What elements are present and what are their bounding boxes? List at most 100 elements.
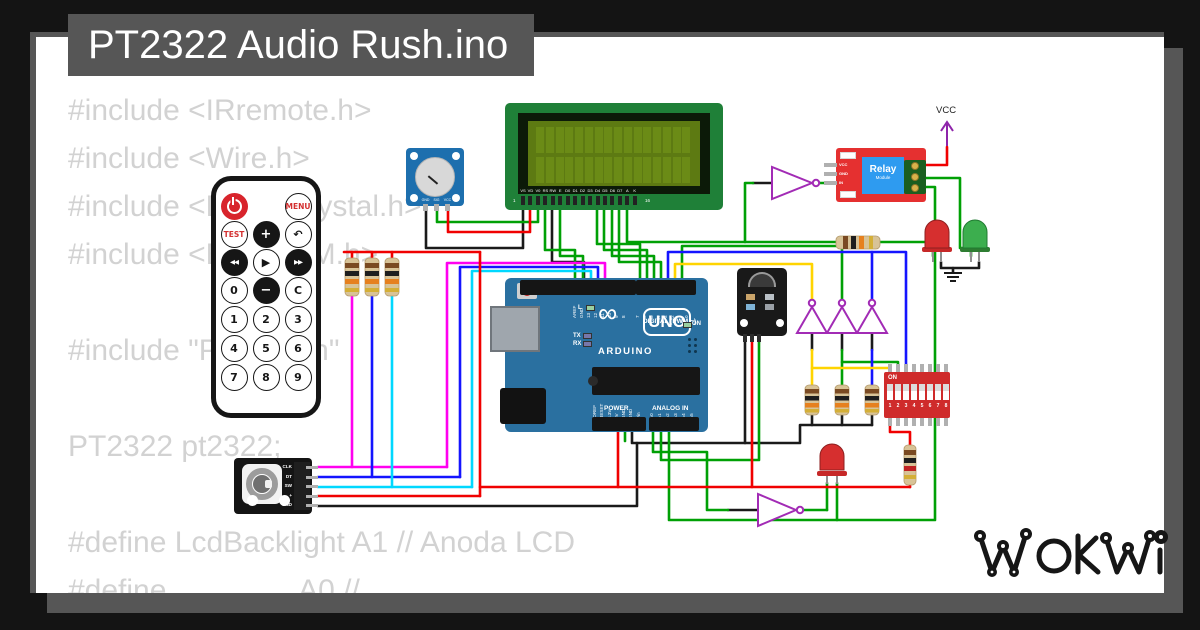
pot-pin-label: SIG [433, 198, 440, 202]
lcd-pin-label: RW [549, 188, 557, 193]
lcd-cell [682, 157, 691, 183]
dip-slider-8[interactable] [943, 384, 949, 400]
lcd-cell [633, 157, 642, 183]
remote-button-digit-3[interactable]: 3 [284, 305, 312, 333]
lcd-cell [643, 157, 652, 183]
lcd-pin-label: D5 [602, 188, 608, 193]
remote-button-prev[interactable]: ◀◀ [220, 248, 248, 276]
lcd-cell [584, 127, 593, 153]
lcd-pin-label: D6 [609, 188, 615, 193]
encoder-pin-label: + [289, 492, 292, 498]
wokwi-logo [974, 528, 1168, 577]
lcd-pin-label: V0 [535, 188, 541, 193]
pot-pin-label: VCC [443, 198, 452, 202]
led-on [683, 322, 692, 328]
encoder-pin-CLK [306, 466, 318, 469]
lcd-cell [555, 157, 564, 183]
lcd-pin-D7 [617, 196, 622, 205]
wires-red [316, 145, 949, 498]
remote-button-minus[interactable]: − [252, 276, 280, 304]
lcd-pin-label: E [558, 188, 562, 193]
ir-pin [750, 334, 754, 342]
remote-button-back[interactable]: ↶ [284, 220, 312, 248]
remote-button-digit-2[interactable]: 2 [252, 305, 280, 333]
lcd-cell [614, 127, 623, 153]
remote-button-test[interactable]: TEST [220, 220, 248, 248]
dip-number: 1 [888, 403, 892, 409]
analog-header[interactable] [649, 417, 699, 431]
remote-button-digit-6[interactable]: 6 [284, 334, 312, 362]
led-l-label: L [578, 305, 582, 311]
analog-label: ANALOG IN [652, 405, 689, 412]
lcd-pin-D5 [602, 196, 607, 205]
remote-button-digit-9[interactable]: 9 [284, 363, 312, 391]
pot-pin-SIG [434, 204, 439, 211]
code-line: #define A0 // [68, 574, 360, 593]
remote-button-digit-0[interactable]: 0 [220, 276, 248, 304]
dip-pin-bottom [936, 418, 940, 426]
dip-slider-2[interactable] [895, 384, 901, 400]
remote-button-plus[interactable]: + [252, 220, 280, 248]
lcd-pin-label: D2 [580, 188, 586, 193]
ir-component [746, 304, 755, 310]
lcd-cell [682, 127, 691, 153]
ir-receiver[interactable] [737, 268, 787, 342]
power-header[interactable] [592, 417, 646, 431]
remote-button-digit-8[interactable]: 8 [252, 363, 280, 391]
mount-hole [410, 152, 418, 160]
dip-pin-top [920, 364, 924, 372]
dip-slider-3[interactable] [903, 384, 909, 400]
led-red-bottom [817, 443, 847, 476]
lcd-cell [614, 157, 623, 183]
mount-hole [279, 495, 290, 506]
dip-slider-4[interactable] [911, 384, 917, 400]
digital-header-right[interactable] [636, 280, 696, 295]
lcd-pin-label: A [625, 188, 629, 193]
remote-button-digit-7[interactable]: 7 [220, 363, 248, 391]
remote-button-power[interactable] [220, 192, 248, 220]
terminal-screw [911, 173, 919, 181]
dip-slider-6[interactable] [927, 384, 933, 400]
encoder-shaft [253, 475, 272, 493]
remote-button-digit-4[interactable]: 4 [220, 334, 248, 362]
lcd-cell [536, 157, 545, 183]
remote-button-play[interactable]: ▶ [252, 248, 280, 276]
dip-slider-7[interactable] [935, 384, 941, 400]
remote-button-next[interactable]: ▶▶ [284, 248, 312, 276]
pot-knob[interactable] [415, 157, 455, 197]
lcd-pin-D1 [573, 196, 578, 205]
remote-button-digit-5[interactable]: 5 [252, 334, 280, 362]
digital-header-left[interactable] [520, 280, 636, 295]
project-title: PT2322 Audio Rush.ino [68, 14, 534, 76]
resistors [344, 235, 917, 486]
pot-pin-label: GND [421, 198, 430, 202]
remote-button-clear[interactable]: C [284, 276, 312, 304]
encoder-pin-GND [306, 504, 318, 508]
digital-label: DIGITAL (PWM ~) [642, 318, 696, 325]
dip-pin-bottom [912, 418, 916, 426]
lcd-cell [662, 127, 671, 153]
remote-button-digit-1[interactable]: 1 [220, 305, 248, 333]
encoder-pin-DT [306, 475, 318, 479]
lcd-pin-D2 [580, 196, 585, 205]
relay-smd [840, 191, 856, 198]
inverter-2 [825, 304, 859, 334]
dip-slider-1[interactable] [887, 384, 893, 400]
relay-pin-label: VCC [839, 162, 848, 167]
led-rx [583, 341, 592, 347]
pin-label-A5: A5 [689, 397, 698, 419]
lcd-cell [594, 157, 603, 183]
remote-button-menu[interactable]: MENU [284, 192, 312, 220]
dip-slider-5[interactable] [919, 384, 925, 400]
led-green [960, 219, 990, 252]
